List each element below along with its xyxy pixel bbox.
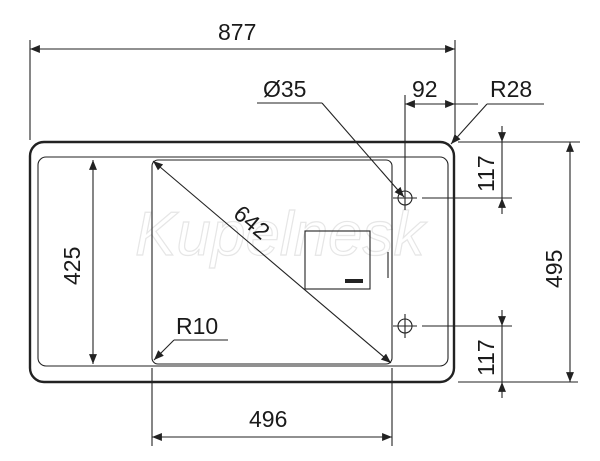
leader-line-diameter [321,102,405,198]
dim-label-117-top: 117 [473,155,499,192]
drain-grill [345,279,363,283]
leader-line-r28 [450,103,488,145]
dimension-line-642 [152,160,392,364]
sink-outer-outline [28,140,456,384]
watermark-text: Kupelnesk [135,200,428,269]
bowl-outline [151,159,393,365]
drainer-inner-outline [37,156,449,367]
dim-label-r10: R10 [176,313,218,339]
dim-label-92: 92 [412,76,438,102]
dim-label-425: 425 [59,247,85,285]
dim-label-117-bottom: 117 [473,339,499,376]
dim-label-496: 496 [249,406,287,432]
dim-label-r28: R28 [490,76,532,102]
tap-hole-bottom [393,314,417,338]
dim-label-495: 495 [541,250,567,288]
leader-line-r10 [153,339,175,361]
dim-label-877: 877 [218,19,256,45]
tap-hole-top [393,186,417,210]
dim-label-diameter: Ø35 [263,76,306,102]
